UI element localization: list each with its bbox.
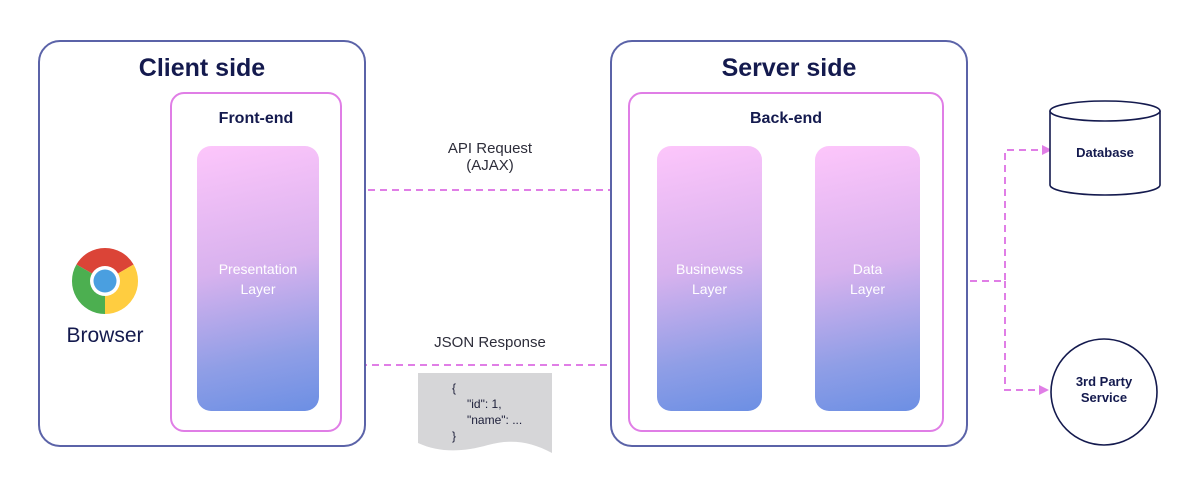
api-request-label: API Request (AJAX) [410,140,570,174]
data-layer-label: Data Layer [849,260,886,297]
third-party-service-icon [1050,338,1158,446]
api-request-line2: (AJAX) [466,157,514,174]
business-layer: Businewss Layer [657,146,762,411]
presentation-layer-label: Presentation Layer [218,260,298,297]
client-side-title: Client side [138,54,266,82]
json-document-icon [418,373,552,453]
json-line-name: "name": ... [467,413,523,427]
backend-title: Back-end [749,110,823,127]
server-side-title: Server side [721,54,857,82]
presentation-layer: Presentation Layer [197,146,319,411]
data-to-third-party-arrow [1004,281,1049,395]
database-label: Database [1076,145,1134,160]
frontend-title: Front-end [218,110,294,127]
database-icon [1049,100,1161,196]
chrome-logo-icon [71,247,139,314]
third-party-service-label: 3rd Party Service [1075,374,1133,405]
browser-label: Browser [66,324,144,347]
json-close-brace: } [452,429,457,443]
data-layer: Data Layer [815,146,920,411]
json-open-brace: { [452,381,457,395]
api-request-line1: API Request [447,140,533,157]
json-line-id: "id": 1, [467,397,502,411]
json-response-label: JSON Response [434,334,546,351]
business-layer-label: Businewss Layer [676,260,743,297]
